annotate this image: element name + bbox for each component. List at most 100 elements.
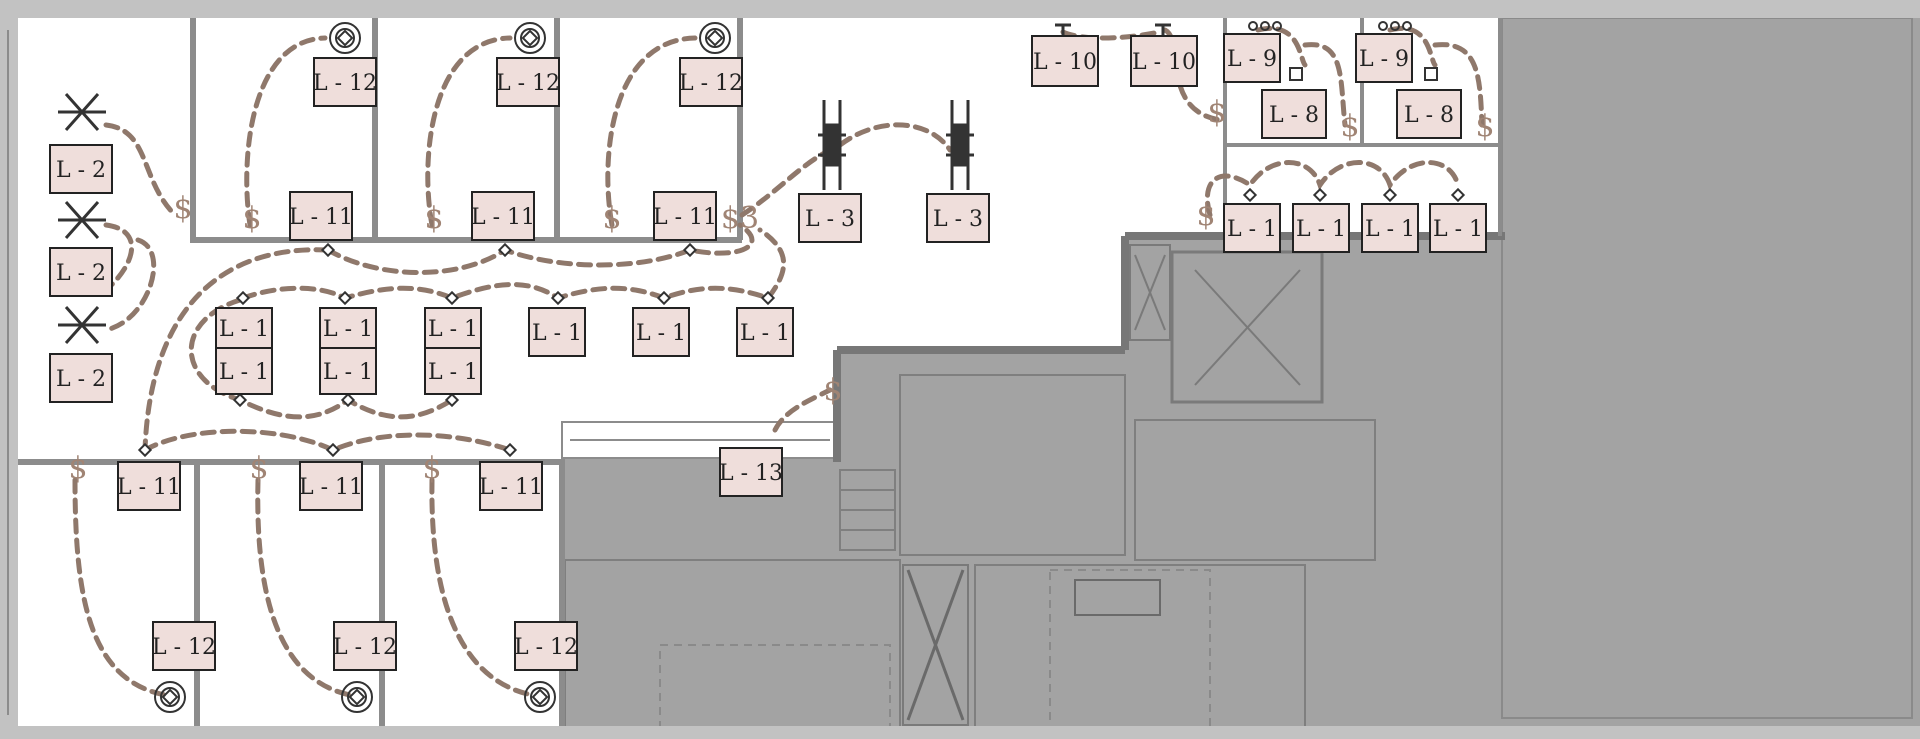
coil-unit [1074,579,1161,616]
junction-dot [656,290,672,306]
fixture-tag-box [424,307,482,349]
grey-area-lower [562,452,842,739]
square-fixture-icon [1424,67,1438,81]
fixture-tag-box [679,57,743,107]
light-switch-symbol: $ [422,451,441,486]
fixture-tag-label: L - 1 [1296,217,1346,242]
fixture-tag: L - 12 [496,57,560,107]
light-switch-symbol: $ [602,201,621,236]
wire-bottom-office-3 [429,477,535,698]
fixture-tag-label: L - 12 [496,71,560,96]
fixture-tag-label: L - 11 [471,205,535,230]
fixture-tag: L - 2 [49,247,113,297]
fixture-tag: L - 12 [313,57,377,107]
junction-points [137,187,1466,458]
fixture-tag-box [479,461,543,511]
fixture-tag: L - 11 [479,461,543,511]
junction-dot [1242,187,1258,203]
fixture-tag-box [1292,203,1350,253]
fixture-tag: L - 8 [1396,89,1462,139]
fixture-tag: L - 11 [653,191,717,241]
fixture-tag: L - 3 [798,193,862,243]
junction-dot [682,242,698,258]
wire-l2 [103,122,178,333]
stair-box [902,564,969,726]
fixture-tag-label: L - 11 [299,475,363,500]
junction-dot [1312,187,1328,203]
fixture-tag: L - 1 [424,307,482,349]
fixture-tag-label: L - 1 [323,317,373,342]
fixture-tag-box [215,307,273,349]
light-switch-symbol: $ [1340,109,1359,144]
fixture-tag-label: L - 2 [56,367,106,392]
junction-dot [325,442,341,458]
fixture-tag-box [49,247,113,297]
fixture-tag-box [289,191,353,241]
fixture-tag-box [1223,33,1281,83]
wire-top-office-2 [425,35,513,228]
light-switch-symbol: $ [1475,109,1494,144]
grey-building-area [562,0,1920,739]
wall-sconce-icon [818,100,846,190]
grey-area-mid [836,350,1136,739]
fixture-tag-label: L - 13 [719,461,783,486]
fixture-tag-box [299,461,363,511]
wire-l9-8-a [1255,25,1348,128]
fixture-tag-box [319,347,377,395]
fixture-tag-box [496,57,560,107]
fixture-tag: L - 11 [117,461,181,511]
wall-sconce-icon [946,100,974,190]
wire-l13 [772,387,833,433]
fixture-tag-box [333,621,397,671]
light-switch-symbol: $ [68,451,87,486]
junction-dot [320,242,336,258]
wire-bottom-office-2 [255,477,353,698]
fixture-tag: L - 1 [424,347,482,395]
room-mid-grey [899,374,1126,556]
downlight-icon [699,22,731,54]
fixture-tag-box [215,347,273,395]
fixture-tag-box [471,191,535,241]
junction-dot [497,242,513,258]
fan-icon [58,93,106,131]
fixture-tag-box [117,461,181,511]
wire-l1-left-loop [188,297,455,420]
fixture-tag-label: L - 3 [933,207,983,232]
room-mid-grey-2 [1134,419,1376,561]
light-switch-symbol: $ [173,191,192,226]
fixture-tag-label: L - 8 [1269,103,1319,128]
fixture-tag: L - 11 [289,191,353,241]
fixture-tag-label: L - 10 [1132,50,1196,75]
fixture-tag-label: L - 8 [1404,103,1454,128]
downlight-icon [341,681,373,713]
fixture-tag-label: L - 11 [289,205,353,230]
fixture-tag-label: L - 1 [1227,217,1277,242]
square-fixture-icon [1289,67,1303,81]
wire-l9-8-b [1387,25,1485,128]
switches: $$$$$$$$$$$$$3 [68,95,1494,486]
fixture-tag-label: L - 3 [805,207,855,232]
fixture-tag-label: L - 2 [56,261,106,286]
fixture-tag: L - 11 [299,461,363,511]
fixture-tag-label: L - 1 [219,317,269,342]
fixture-tag: L - 1 [528,307,586,357]
fixture-tag-box [653,191,717,241]
junction-dot [340,392,356,408]
downlight-icon [514,22,546,54]
junction-dot [550,290,566,306]
fixture-tag: L - 1 [736,307,794,357]
light-switch-symbol: $ [823,373,842,408]
wire-bottom-office-1 [72,477,168,698]
light-switch-symbol: $ [1207,95,1226,130]
fixture-tag-label: L - 9 [1359,47,1409,72]
fixture-tag-box [528,307,586,357]
stair-x2 [906,569,965,721]
vanity-light-icon [1378,21,1412,31]
fixture-tag-label: L - 1 [428,317,478,342]
fixture-tag-label: L - 11 [117,475,181,500]
fixture-tag-box [798,193,862,243]
fixture-tag-label: L - 12 [152,635,216,660]
fixture-tag: L - 2 [49,353,113,403]
fixture-tag-box [1130,35,1198,87]
elevator-x-2 [1194,269,1301,386]
